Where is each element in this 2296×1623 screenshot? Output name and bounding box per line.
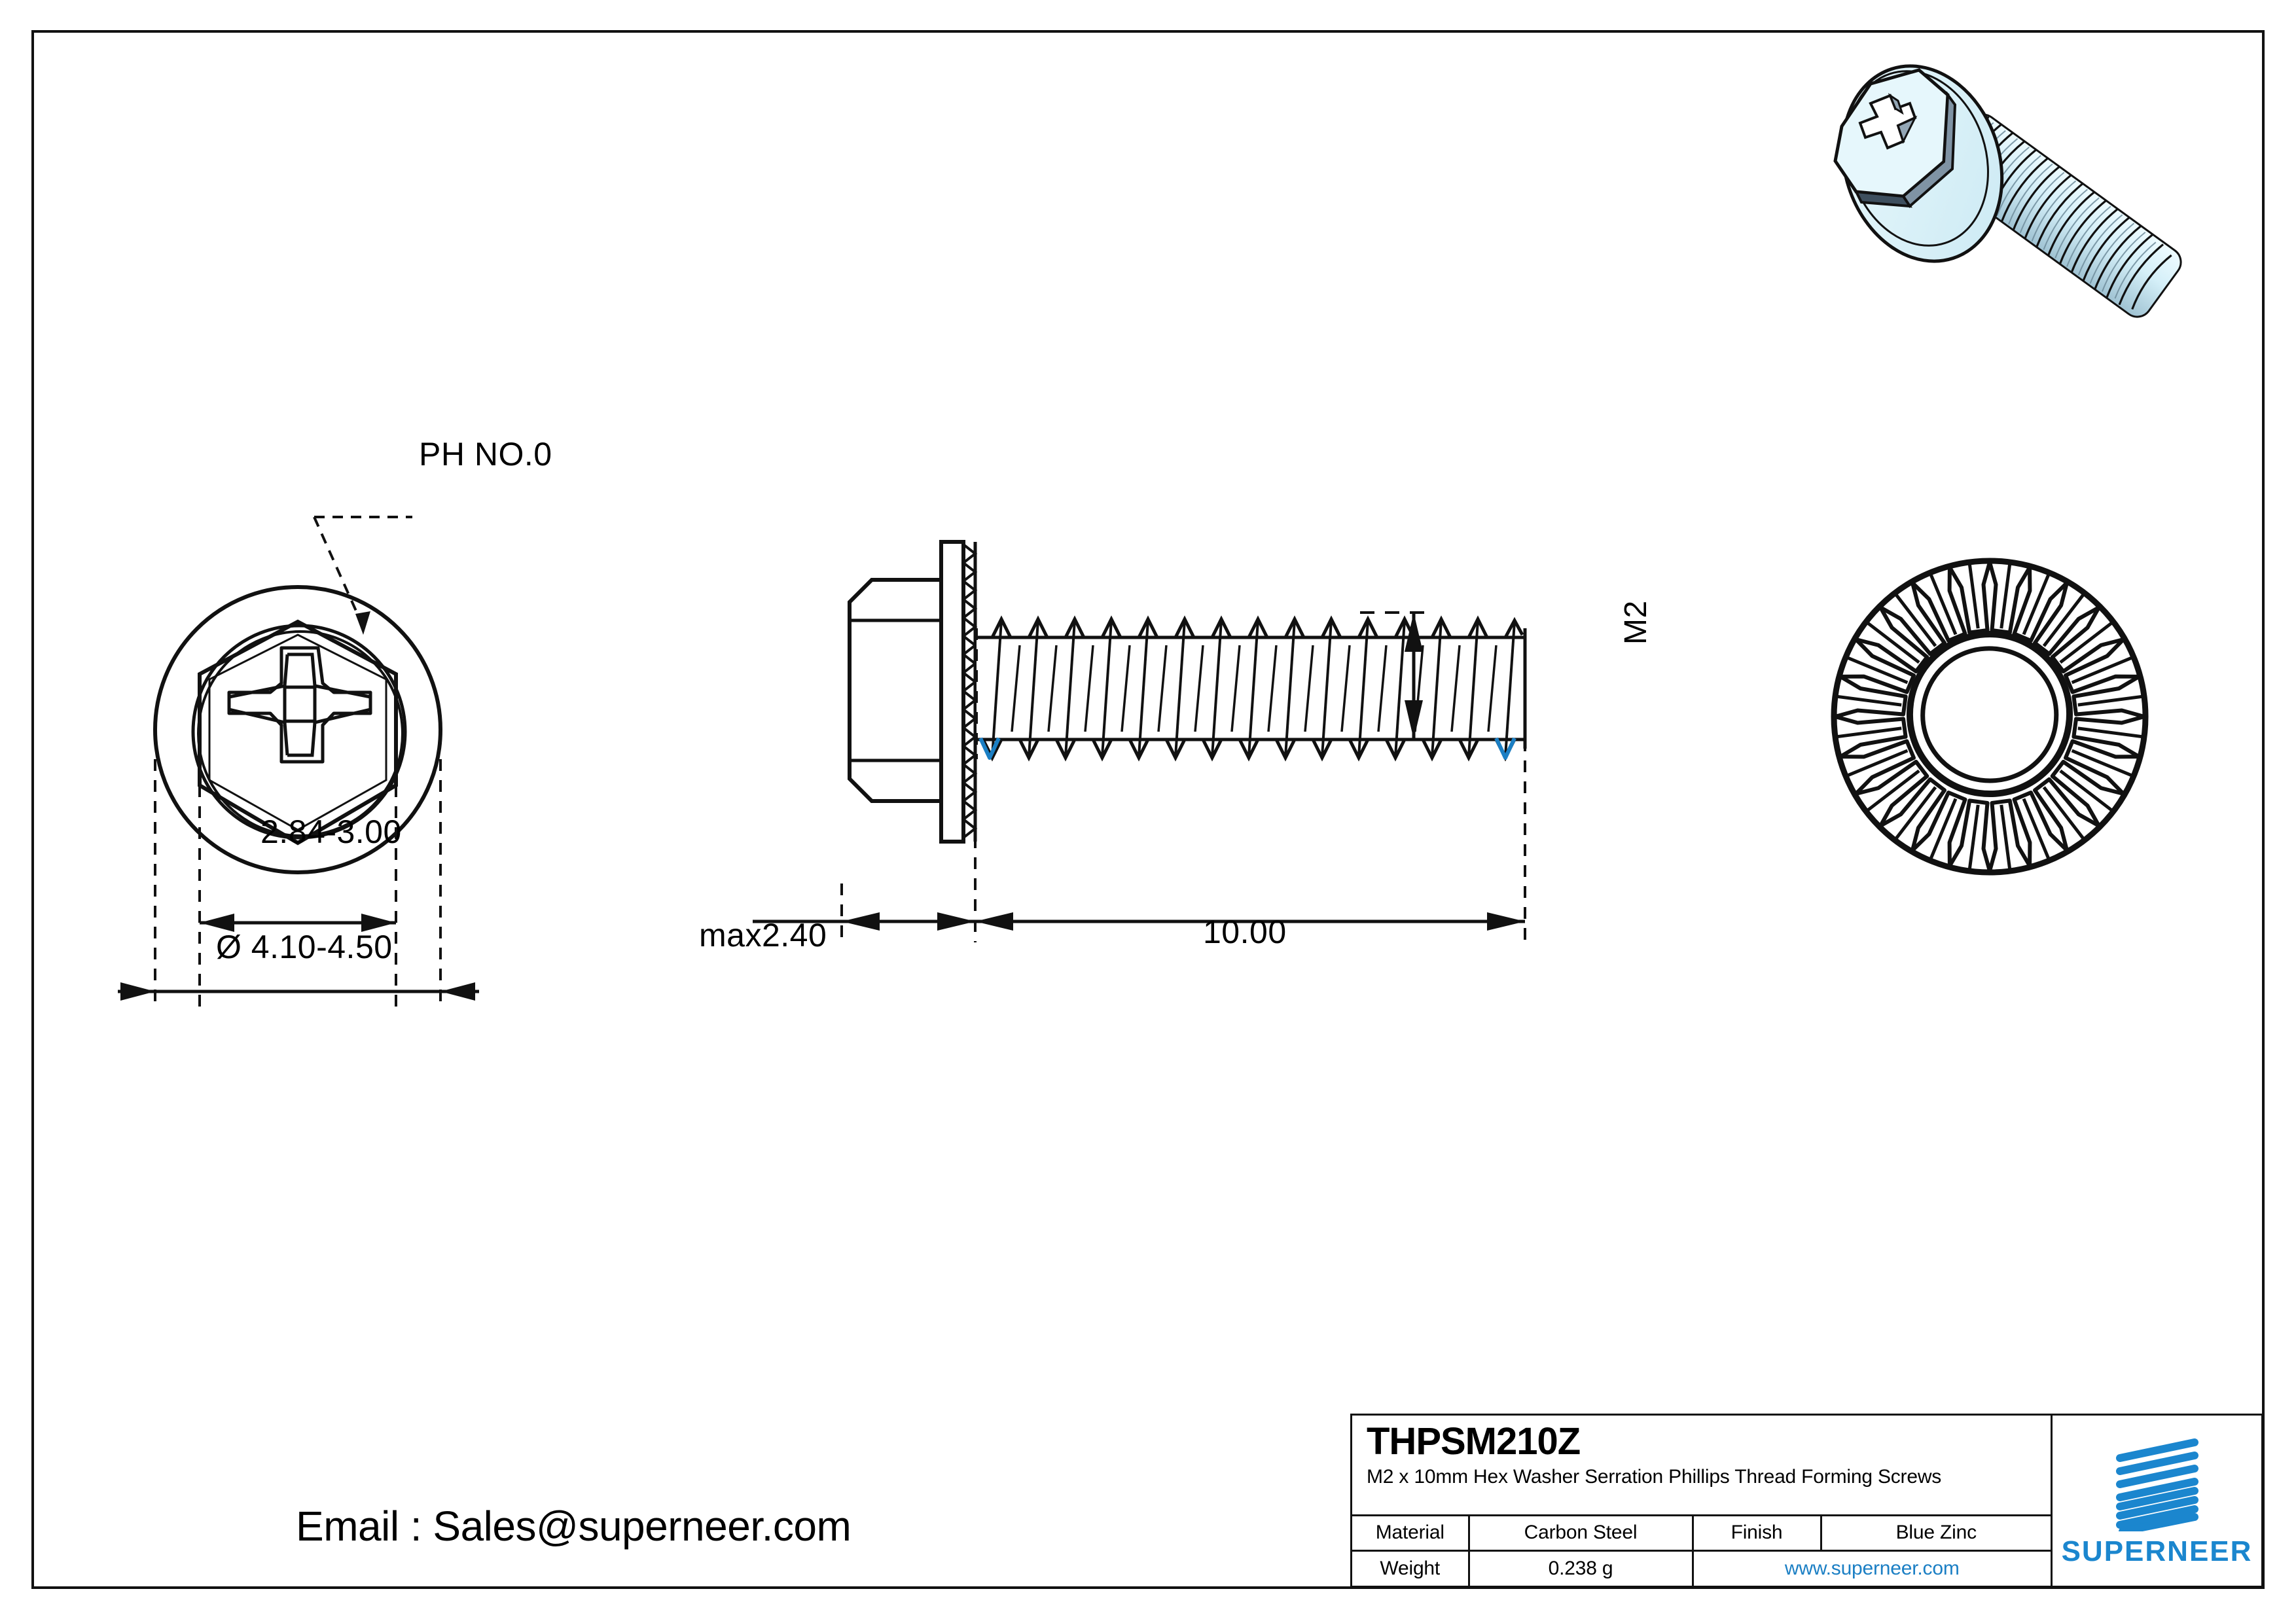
flange-serration-teeth	[961, 543, 978, 839]
dim-thread-length	[975, 912, 1525, 931]
iso-hex-head	[1833, 68, 1957, 209]
serration-teeth-group	[1835, 562, 2145, 872]
email-label: Email : Sales@superneer.com	[296, 1503, 852, 1550]
logo-wordmark: SUPERNEER	[2061, 1535, 2253, 1567]
spec-table: Material Carbon Steel Finish Blue Zinc W…	[1352, 1514, 2051, 1586]
dim-thread-length-label: 10.00	[1203, 914, 1287, 950]
ph-callout-label: PH NO.0	[419, 436, 552, 473]
extension-lines-flats	[198, 785, 397, 1008]
website-link[interactable]: www.superneer.com	[1693, 1549, 2051, 1586]
brand-logo: SUPERNEER	[2053, 1416, 2261, 1586]
dim-m2-extension-lines	[1360, 611, 1431, 741]
part-description: M2 x 10mm Hex Washer Serration Phillips …	[1367, 1466, 1942, 1488]
iso-render-view	[1793, 7, 2296, 334]
finish-value: Blue Zinc	[1821, 1514, 2051, 1550]
ph-callout-arrow	[355, 611, 370, 635]
thread-start-marker-right	[1494, 737, 1516, 760]
hex-outline	[198, 619, 398, 846]
serration-underside-view	[1826, 553, 2153, 880]
dim-flange-diameter	[118, 982, 479, 1001]
drawing-frame-border	[31, 30, 2265, 1589]
side-view-dimensions	[655, 543, 1833, 988]
hex-outline-inner	[208, 633, 387, 831]
head-end-view	[65, 419, 589, 1021]
dim-flange-diameter-label: Ø 4.10-4.50	[216, 929, 393, 965]
dim-across-flats	[200, 914, 396, 932]
thread-start-marker-left	[978, 737, 1001, 760]
flange-outer-circle	[153, 585, 442, 874]
weight-label: Weight	[1352, 1549, 1470, 1586]
title-block: THPSM210Z M2 x 10mm Hex Washer Serration…	[1350, 1414, 2263, 1588]
material-label: Material	[1352, 1514, 1470, 1550]
weight-value: 0.238 g	[1469, 1549, 1694, 1586]
side-elevation-view	[812, 510, 1689, 851]
washer-face-circle-outer	[191, 624, 407, 840]
dim-head-height-label: max2.40	[699, 917, 827, 954]
part-number: THPSM210Z	[1367, 1420, 1581, 1463]
thread-profile	[981, 615, 1525, 762]
logo-stripes-icon	[2115, 1438, 2198, 1531]
dim-across-flats-label: 2.84-3.00	[260, 813, 402, 850]
title-block-identity: THPSM210Z M2 x 10mm Hex Washer Serration…	[1352, 1416, 2051, 1514]
table-row: Weight 0.238 g www.superneer.com	[1352, 1549, 2051, 1586]
thread-root-lines	[1011, 645, 1498, 732]
hex-head-chamfer-lines	[848, 602, 941, 779]
thread-helix-lines	[991, 620, 1516, 757]
table-row: Material Carbon Steel Finish Blue Zinc	[1352, 1514, 2051, 1550]
side-extension-lines	[840, 628, 1526, 942]
title-block-info: THPSM210Z M2 x 10mm Hex Washer Serration…	[1352, 1416, 2053, 1586]
material-value: Carbon Steel	[1469, 1514, 1694, 1550]
phillips-recess	[227, 646, 372, 764]
center-boss-inner	[1920, 646, 2059, 783]
ph-callout-leader	[313, 516, 412, 628]
finish-label: Finish	[1693, 1514, 1822, 1550]
dim-m2-arrow	[1405, 613, 1423, 740]
dim-m2-label: M2	[1619, 600, 1653, 645]
extension-lines-diameter	[154, 759, 442, 1008]
